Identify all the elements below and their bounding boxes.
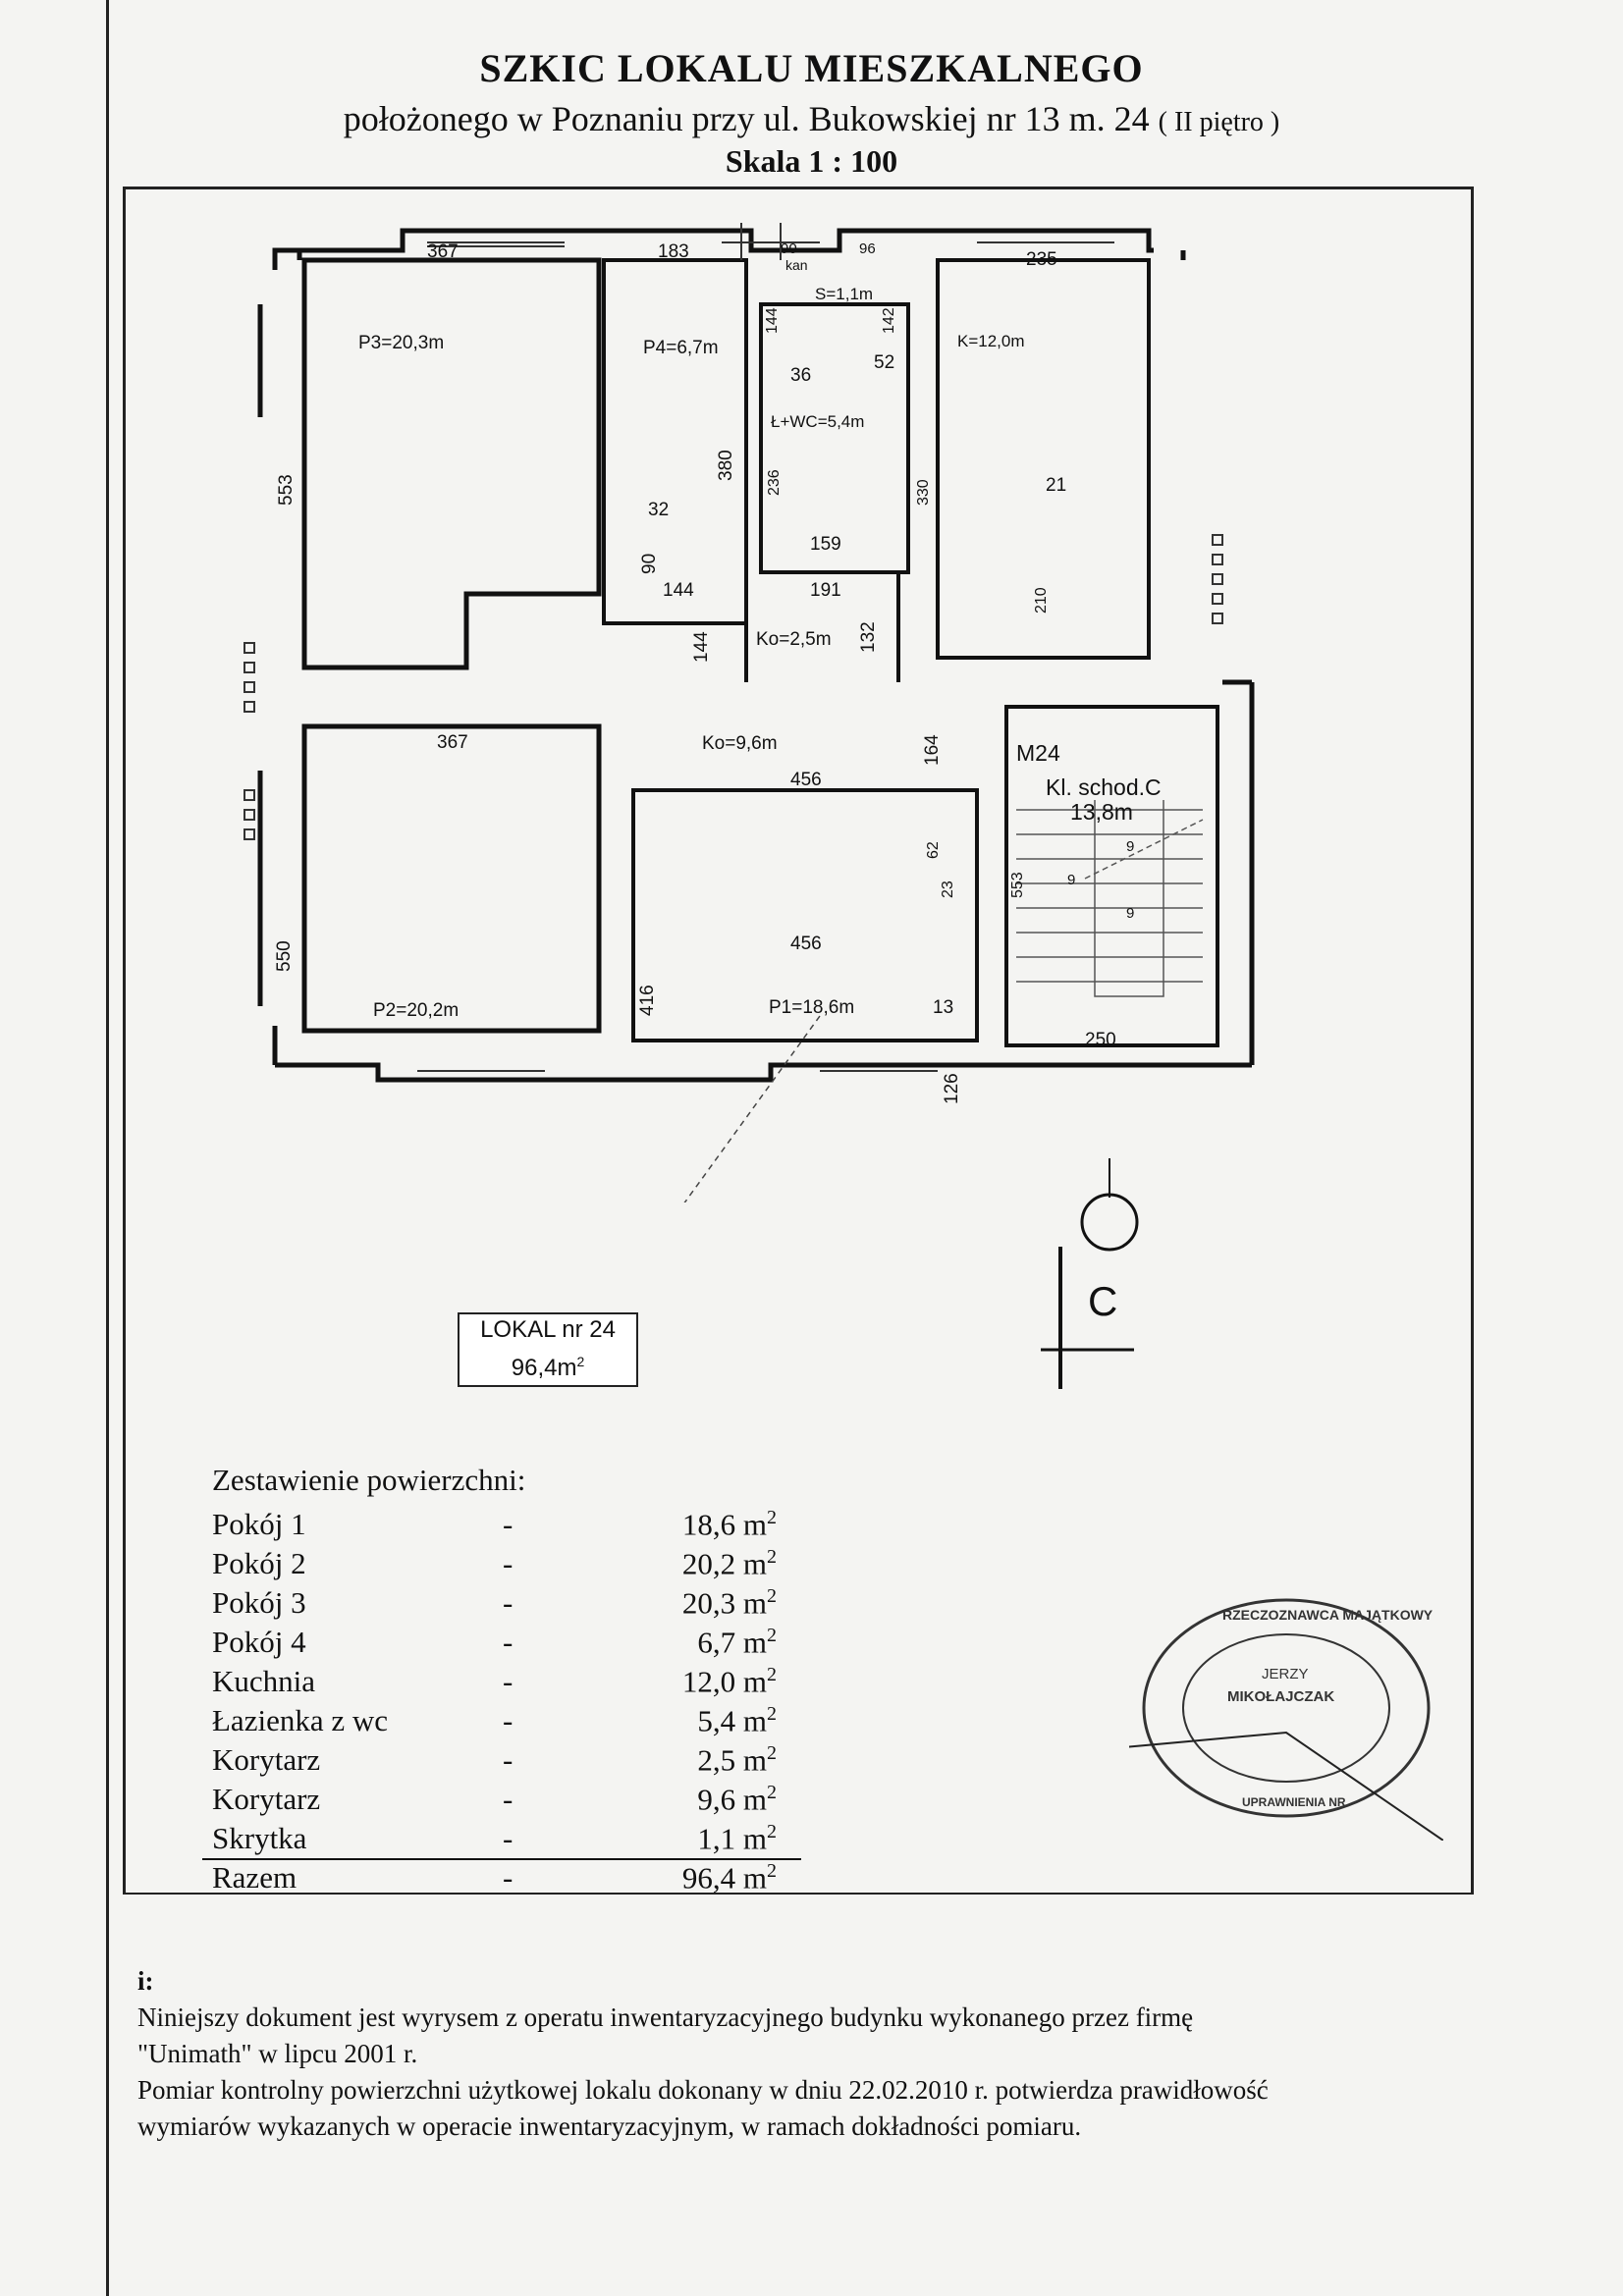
stamp-ring-text: RZECZOZNAWCA MAJĄTKOWY [1222,1607,1434,1623]
dim-235: 235 [1026,249,1057,270]
dim-330: 330 [915,479,932,506]
lokal-number: LOKAL nr 24 [480,1316,616,1343]
label-p1: P1=18,6m [769,997,854,1018]
dim-96: 96 [859,240,876,257]
lokal-area: 96,4m2 [511,1354,585,1381]
plan-walls [257,228,1255,1083]
dim-23: 23 [940,881,956,898]
dim-210: 210 [1033,587,1050,614]
dim-62: 62 [925,841,942,859]
appraiser-stamp: RZECZOZNAWCA MAJĄTKOWY JERZY MIKOŁAJCZAK… [1129,1598,1443,1841]
dim-36: 36 [790,365,811,386]
dim-144c: 144 [764,307,781,334]
stamp-bottom-text: UPRAWNIENIA NR [1242,1795,1346,1809]
notes-line: "Unimath" w lipcu 2001 r. [137,2039,418,2068]
binding-edge [106,0,109,2296]
section-c-marker: C [1041,1158,1139,1389]
label-m24: M24 [1016,740,1060,766]
floor-plan: P3=20,3m P4=6,7m S=1,1m Ł+WC=5,4m K=12,0… [243,223,1255,1202]
lokal-leader [683,1015,821,1202]
notes-line: Pomiar kontrolny powierzchni użytkowej l… [137,2075,1269,2105]
summary-row: Pokój 1-18,6 m2 [212,1507,777,1542]
summary-row: Pokój 4-6,7 m2 [212,1625,777,1660]
dim-9b: 9 [1067,872,1075,888]
dim-250: 250 [1085,1030,1116,1050]
dim-90b: 90 [781,240,797,257]
label-wc: Ł+WC=5,4m [771,412,864,431]
plan-windows [417,223,1114,1072]
dim-553b: 553 [1009,872,1026,898]
summary-row: Łazienka z wc-5,4 m2 [212,1703,777,1738]
dim-21: 21 [1046,475,1066,496]
drawing-frame [123,187,1474,1895]
dim-144a: 144 [663,580,694,601]
notes-section: i: Niniejszy dokument jest wyrysem z ope… [137,1963,1492,2145]
page-title: SZKIC LOKALU MIESZKALNEGO [479,46,1144,90]
dim-553a: 553 [276,474,297,506]
label-kan: kan [785,257,808,273]
dim-456b: 456 [790,934,822,954]
scale-label: Skala 1 : 100 [725,143,898,179]
summary-row: Korytarz-9,6 m2 [212,1782,777,1817]
summary-total: Razem-96,4 m2 [212,1860,777,1896]
summary-row: Pokój 3-20,3 m2 [212,1585,777,1621]
dim-132: 132 [858,621,879,653]
page-subtitle: położonego w Poznaniu przy ul. Bukowskie… [0,98,1623,139]
notes-heading: i: [137,1966,154,1996]
dim-142: 142 [881,307,897,334]
label-p4: P4=6,7m [643,338,719,358]
dim-380: 380 [716,450,736,481]
summary-row: Korytarz-2,5 m2 [212,1742,777,1778]
notes-line: wymiarów wykazanych w operacie inwentary… [137,2111,1082,2141]
dim-52: 52 [874,352,894,373]
dim-13: 13 [933,997,953,1018]
section-c-label: C [1088,1278,1117,1324]
label-p3: P3=20,3m [358,333,444,353]
subtitle-floor: ( II piętro ) [1158,107,1280,137]
dim-236: 236 [766,469,783,496]
dim-191: 191 [810,580,841,601]
stamp-name1: JERZY [1262,1666,1309,1682]
room-labels: P3=20,3m P4=6,7m S=1,1m Ł+WC=5,4m K=12,0… [358,257,1162,1021]
dim-9c: 9 [1126,905,1134,922]
label-ko-small: Ko=2,5m [756,629,832,650]
dim-183: 183 [658,241,689,262]
label-k: K=12,0m [957,332,1025,350]
dim-9a: 9 [1126,838,1134,855]
dim-367a: 367 [427,241,459,262]
label-stair: Kl. schod.C [1046,774,1162,800]
dim-32: 32 [648,500,669,520]
label-stair-area: 13,8m [1070,799,1133,825]
dim-456a: 456 [790,770,822,790]
dim-126: 126 [942,1073,962,1104]
lokal-box: LOKAL nr 24 96,4m2 [458,1312,638,1387]
subtitle-address: położonego w Poznaniu przy ul. Bukowskie… [343,99,1150,138]
dim-164: 164 [922,734,943,766]
dim-550: 550 [274,940,295,972]
summary-row: Kuchnia-12,0 m2 [212,1664,777,1699]
label-ko-big: Ko=9,6m [702,733,778,754]
stamp-name2: MIKOŁAJCZAK [1227,1688,1334,1705]
notes-line: Niniejszy dokument jest wyrysem z operat… [137,2002,1194,2032]
summary-row: Skrytka-1,1 m2 [212,1821,777,1856]
summary-heading: Zestawienie powierzchni: [212,1463,526,1497]
summary-row: Pokój 2-20,2 m2 [212,1546,777,1581]
dim-90a: 90 [639,554,660,574]
summary-divider [202,1858,801,1860]
radiators [243,534,1223,840]
label-s: S=1,1m [815,285,873,303]
dim-159: 159 [810,534,841,555]
label-p2: P2=20,2m [373,1000,459,1021]
dimension-labels: 367 183 235 553 32 90 380 144 144 144 14… [274,240,1134,1104]
stair-steps [1016,800,1204,997]
dim-416: 416 [637,985,658,1016]
dim-144b: 144 [691,631,712,663]
dim-367b: 367 [437,732,468,753]
